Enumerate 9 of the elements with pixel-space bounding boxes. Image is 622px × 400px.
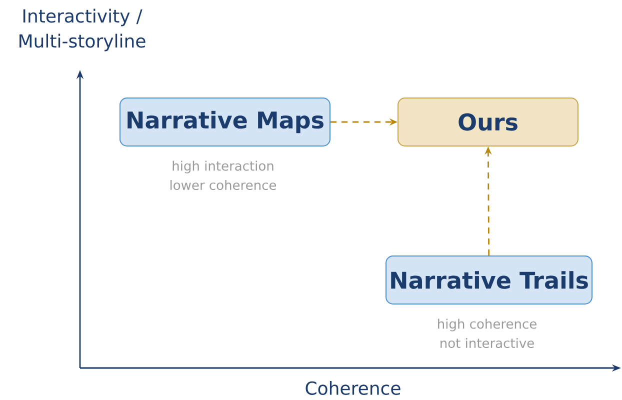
process-box: Ours — [398, 98, 578, 146]
note-text: high interaction — [172, 160, 274, 174]
process-box: Narrative Maps — [120, 98, 330, 146]
note-text: not interactive — [440, 338, 534, 348]
process-box: Narrative Trails — [386, 256, 592, 304]
note-text: lower coherence — [170, 180, 276, 190]
axis-label: Interactivity / Multi-storyline — [20, 8, 146, 52]
note-text: high coherence — [438, 318, 536, 332]
axis-label: Coherence — [306, 381, 400, 395]
